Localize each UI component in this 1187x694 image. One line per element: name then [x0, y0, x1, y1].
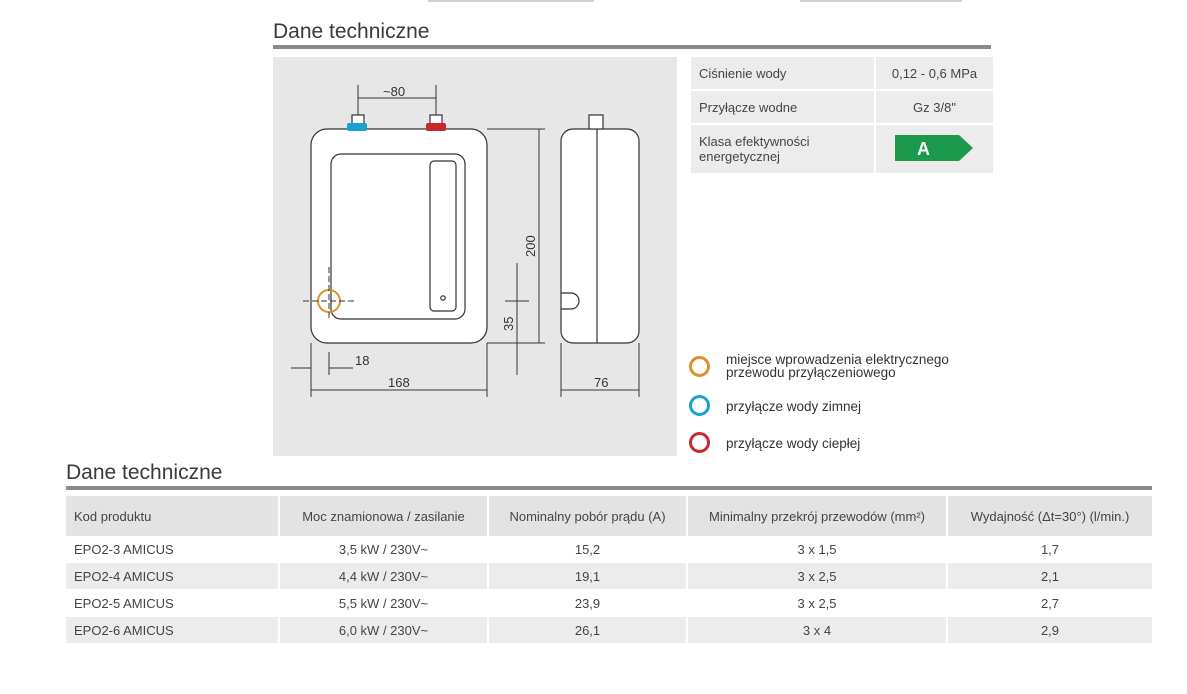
energy-class-value: A [917, 139, 930, 159]
column-header: Kod produktu [66, 496, 280, 536]
table-cell: EPO2-4 AMICUS [66, 562, 280, 590]
heater-display-strip [429, 160, 457, 312]
hot-water-connector [426, 123, 446, 131]
section-title-technical-data: Dane techniczne [273, 20, 430, 43]
column-header: Moc znamionowa / zasilanie [279, 496, 489, 536]
dim-label-80: ~80 [383, 84, 405, 99]
spec-row: Przyłącze wodne Gz 3/8" [691, 90, 993, 125]
table-cell: 6,0 kW / 230V~ [279, 616, 489, 644]
spec-label: Ciśnienie wody [691, 57, 875, 91]
spec-label: Klasa efektywności energetycznej [691, 124, 875, 175]
table-cell: 23,9 [488, 589, 688, 617]
energy-class-arrow-icon: A [894, 134, 973, 161]
top-divider-left [428, 0, 594, 2]
table-row: EPO2-6 AMICUS 6,0 kW / 230V~ 26,1 3 x 4 … [66, 616, 1152, 644]
column-header: Wydajność (Δt=30°) (l/min.) [947, 496, 1152, 536]
spec-row: Ciśnienie wody 0,12 - 0,6 MPa [691, 57, 993, 91]
table-cell: 1,7 [947, 536, 1152, 563]
dim-label-168: 168 [388, 375, 410, 390]
spec-value: 0,12 - 0,6 MPa [874, 57, 993, 91]
dim-label-35: 35 [501, 317, 516, 331]
table-cell: 19,1 [488, 562, 688, 590]
table-cell: 26,1 [488, 616, 688, 644]
dim-label-200: 200 [523, 235, 538, 257]
energy-class-cell: A [874, 124, 993, 175]
table-cell: 15,2 [488, 536, 688, 563]
table-cell: 4,4 kW / 230V~ [279, 562, 489, 590]
table-cell: 3 x 2,5 [687, 589, 948, 617]
orange-ring-icon [689, 356, 710, 377]
table-cell: EPO2-5 AMICUS [66, 589, 280, 617]
table-header-row: Kod produktu Moc znamionowa / zasilanie … [66, 496, 1152, 536]
section-rule [273, 45, 991, 49]
column-header: Minimalny przekrój przewodów (mm²) [687, 496, 948, 536]
table-cell: EPO2-6 AMICUS [66, 616, 280, 644]
legend-text: przyłącze wody zimnej [726, 399, 862, 414]
table-row: EPO2-4 AMICUS 4,4 kW / 230V~ 19,1 3 x 2,… [66, 562, 1152, 590]
table-cell: 2,9 [947, 616, 1152, 644]
dimension-diagram: ~80 200 35 18 168 76 [273, 57, 677, 456]
heater-side-body [560, 128, 640, 344]
table-cell: 2,1 [947, 562, 1152, 590]
table-cell: 3 x 2,5 [687, 562, 948, 590]
table-cell: 2,7 [947, 589, 1152, 617]
table-cell: EPO2-3 AMICUS [66, 536, 280, 563]
blue-ring-icon [689, 395, 710, 416]
table-row: EPO2-3 AMICUS 3,5 kW / 230V~ 15,2 3 x 1,… [66, 536, 1152, 563]
section-title-technical-data-table: Dane techniczne [66, 461, 223, 484]
spec-value: Gz 3/8" [874, 90, 993, 125]
table-row: EPO2-5 AMICUS 5,5 kW / 230V~ 23,9 3 x 2,… [66, 589, 1152, 617]
table-cell: 3,5 kW / 230V~ [279, 536, 489, 563]
table-cell: 3 x 1,5 [687, 536, 948, 563]
legend-text: przyłącze wody ciepłej [726, 436, 861, 451]
top-divider-right [800, 0, 962, 2]
dim-label-18: 18 [355, 353, 369, 368]
legend-text: miejsce wprowadzenia elektrycznego przew… [726, 352, 949, 380]
spec-label: Przyłącze wodne [691, 90, 875, 125]
spec-table: Ciśnienie wody 0,12 - 0,6 MPa Przyłącze … [691, 57, 993, 175]
column-header: Nominalny pobór prądu (A) [488, 496, 688, 536]
section-rule [66, 486, 1152, 490]
cold-water-connector [347, 123, 367, 131]
table-cell: 5,5 kW / 230V~ [279, 589, 489, 617]
table-cell: 3 x 4 [687, 616, 948, 644]
spec-row: Klasa efektywności energetycznej A [691, 124, 993, 175]
dim-label-76: 76 [594, 375, 608, 390]
product-table: Kod produktu Moc znamionowa / zasilanie … [66, 496, 1152, 644]
red-ring-icon [689, 432, 710, 453]
